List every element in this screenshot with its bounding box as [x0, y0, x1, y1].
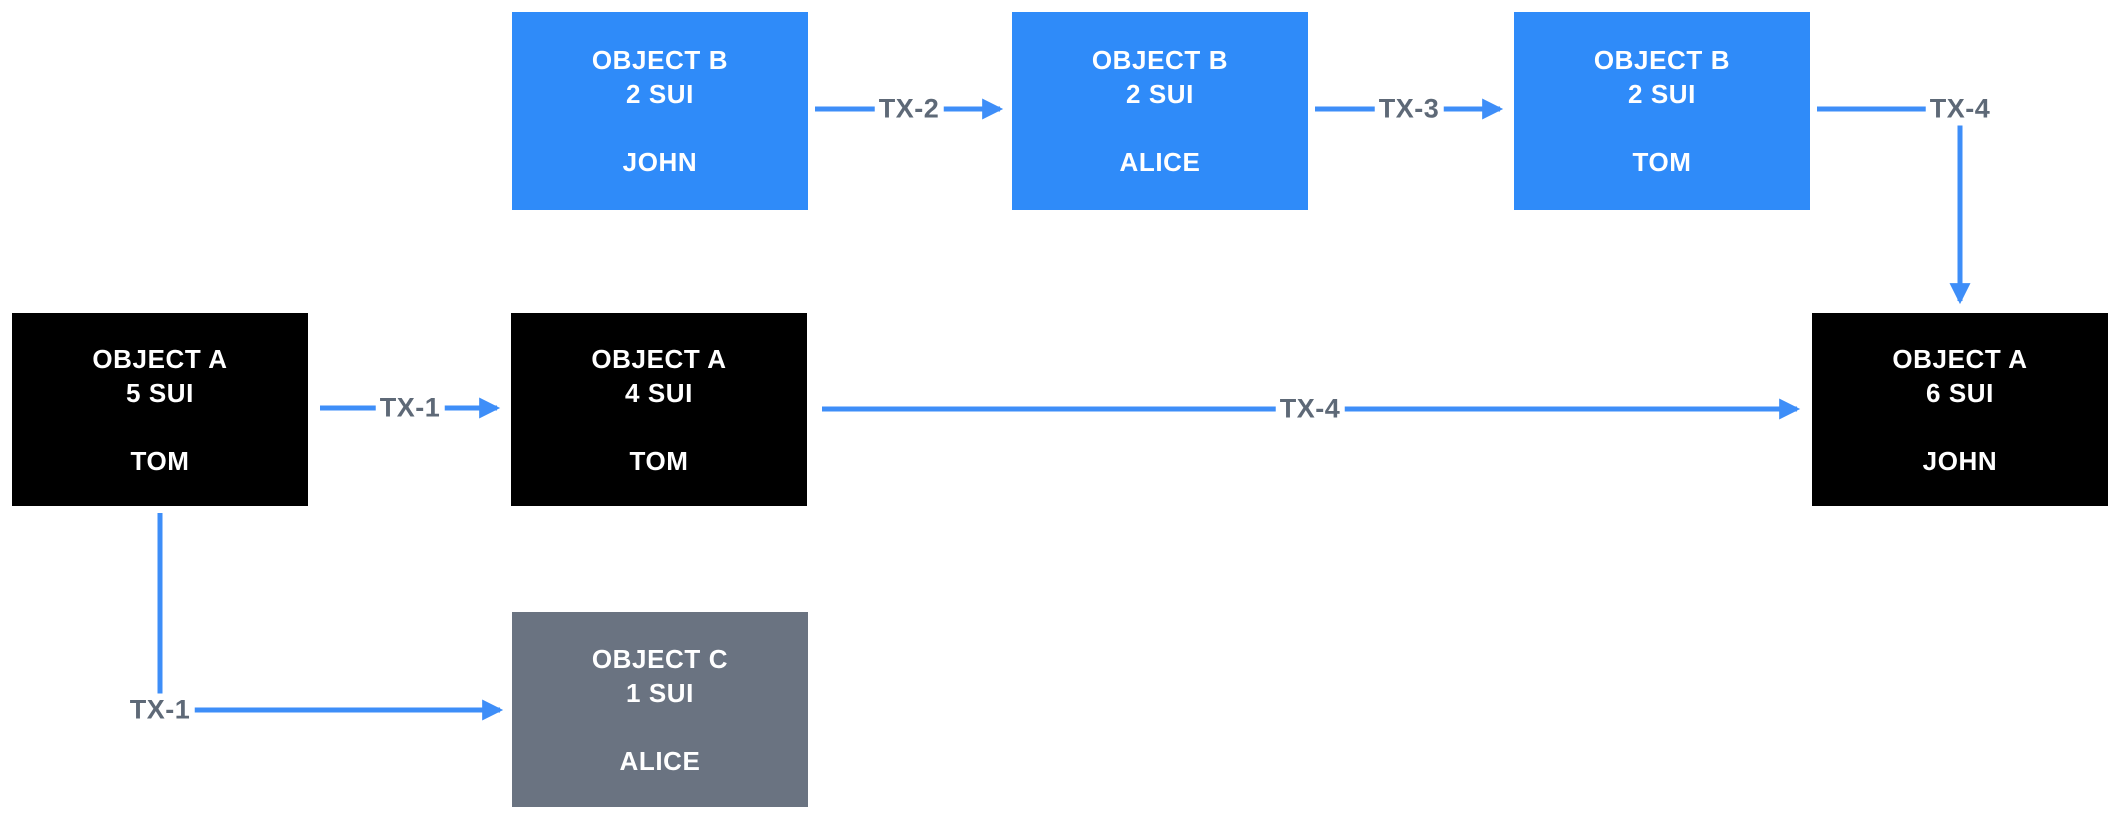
- node-object-b-john: OBJECT B 2 SUI JOHN: [512, 12, 808, 210]
- node-object-c-alice: OBJECT C 1 SUI ALICE: [512, 612, 808, 807]
- node-owner: JOHN: [1922, 445, 1998, 476]
- node-owner: JOHN: [622, 147, 698, 177]
- node-amount: 2 SUI: [625, 79, 695, 109]
- node-owner: ALICE: [1119, 147, 1201, 177]
- edge-label-tx4-top: TX-4: [1925, 92, 1995, 126]
- node-title: OBJECT A: [92, 343, 228, 374]
- node-object-a-5-tom: OBJECT A 5 SUI TOM: [12, 313, 308, 506]
- node-owner: TOM: [629, 445, 689, 476]
- node-amount: 2 SUI: [1125, 79, 1195, 109]
- node-title: OBJECT B: [591, 45, 729, 75]
- node-title: OBJECT C: [591, 643, 729, 674]
- node-amount: 5 SUI: [125, 377, 195, 408]
- node-amount: 2 SUI: [1627, 79, 1697, 109]
- node-title: OBJECT A: [591, 343, 727, 374]
- node-owner: TOM: [130, 445, 190, 476]
- edge-label-tx3: TX-3: [1374, 92, 1444, 126]
- node-object-a-4-tom: OBJECT A 4 SUI TOM: [511, 313, 807, 506]
- node-owner: TOM: [1632, 147, 1692, 177]
- node-object-a-6-john: OBJECT A 6 SUI JOHN: [1812, 313, 2108, 506]
- edge-label-tx1-bottom: TX-1: [125, 693, 195, 727]
- edge-label-tx1: TX-1: [375, 391, 445, 425]
- node-amount: 4 SUI: [624, 377, 694, 408]
- node-object-b-alice: OBJECT B 2 SUI ALICE: [1012, 12, 1308, 210]
- edge-label-tx4-long: TX-4: [1275, 392, 1345, 426]
- node-title: OBJECT A: [1892, 343, 2028, 374]
- node-amount: 6 SUI: [1925, 377, 1995, 408]
- node-amount: 1 SUI: [625, 677, 695, 708]
- node-object-b-tom: OBJECT B 2 SUI TOM: [1514, 12, 1810, 210]
- edge-label-tx2: TX-2: [874, 92, 944, 126]
- node-title: OBJECT B: [1593, 45, 1731, 75]
- node-owner: ALICE: [619, 745, 701, 776]
- node-title: OBJECT B: [1091, 45, 1229, 75]
